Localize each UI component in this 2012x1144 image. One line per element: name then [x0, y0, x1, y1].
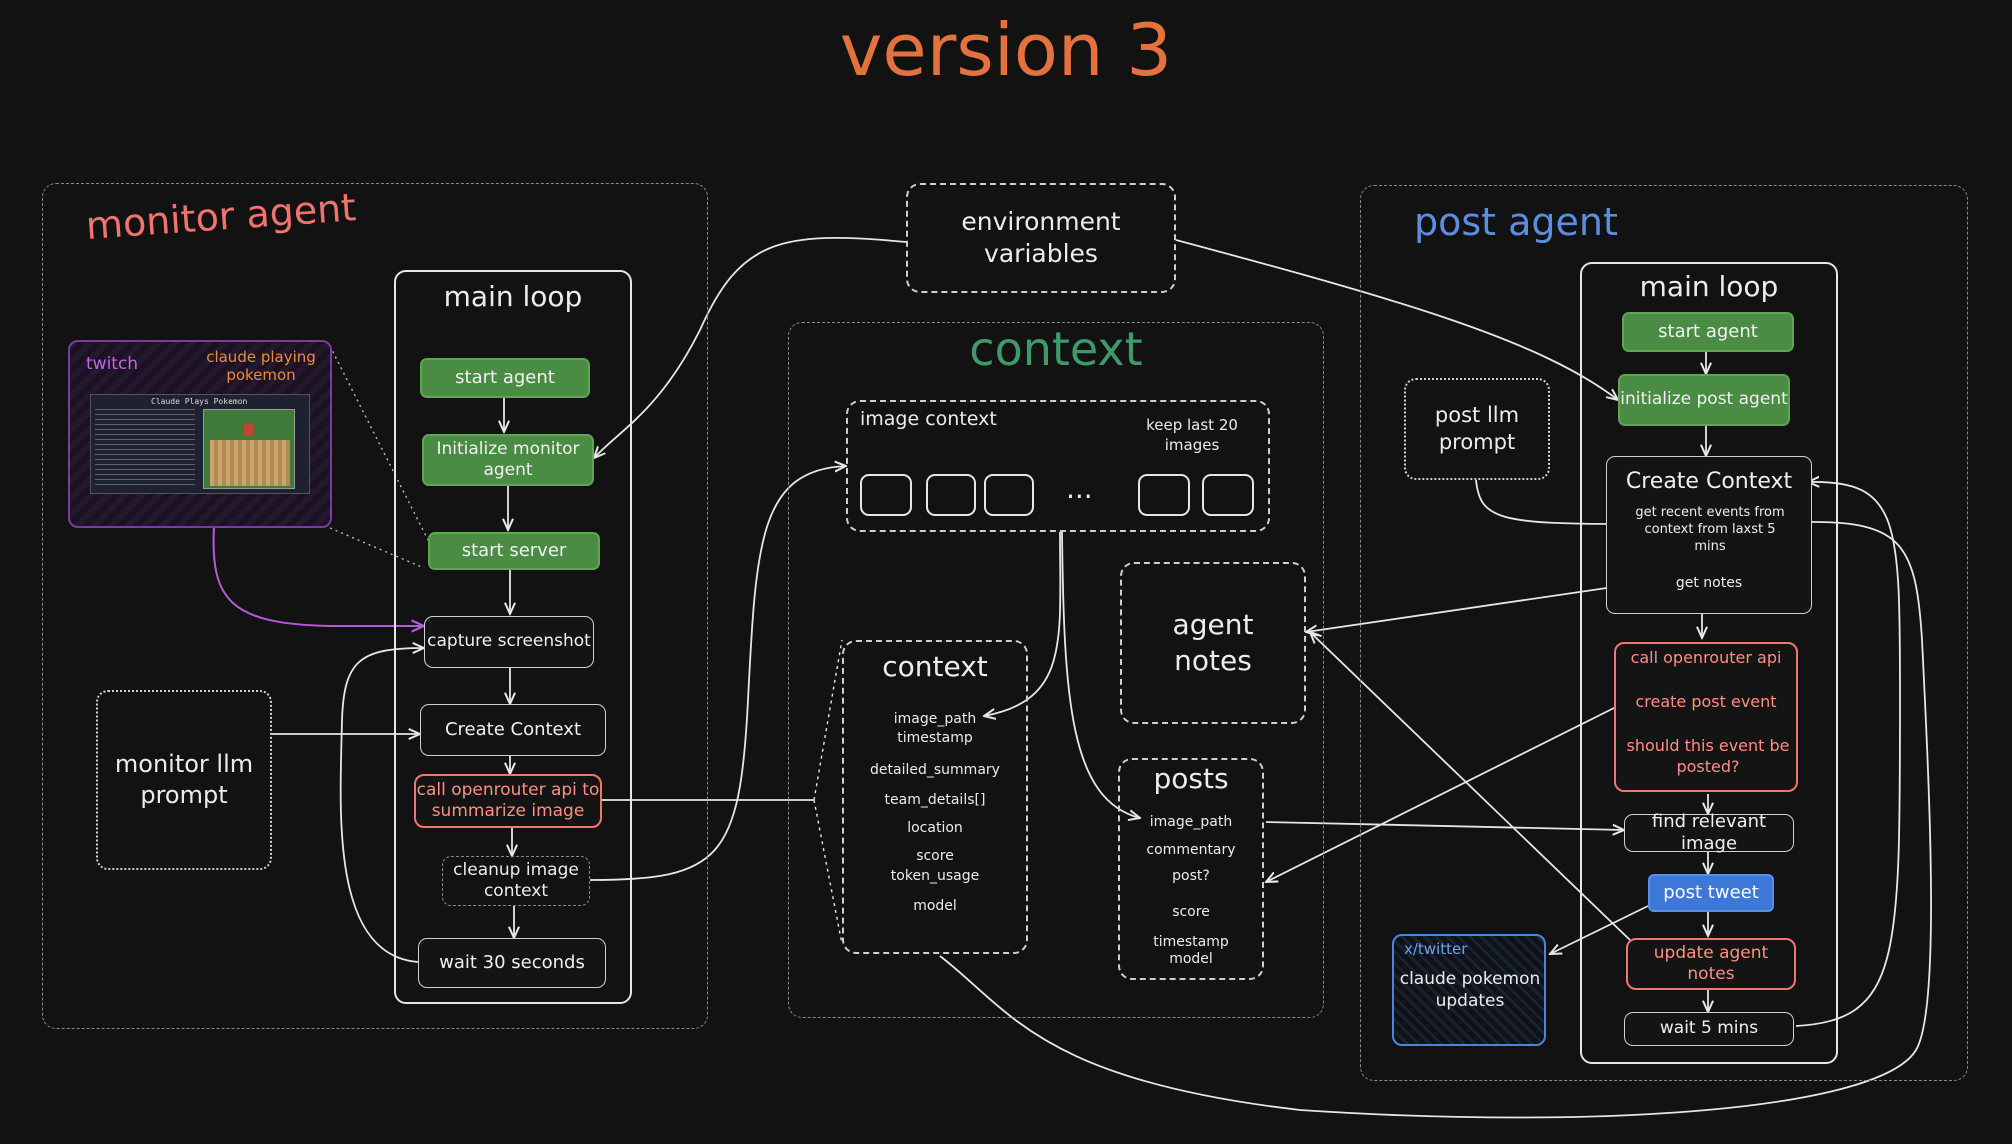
image-slot	[926, 474, 976, 516]
monitor-start-agent: start agent	[420, 358, 590, 398]
image-slot	[1202, 474, 1254, 516]
get-notes: get notes	[1675, 575, 1743, 591]
post-call-openrouter-label: call openrouter api	[1630, 648, 1782, 667]
monitor-start-server: start server	[428, 532, 600, 570]
field-token-usage: token_usage	[890, 868, 980, 884]
context-record-fields: image_path timestamp detailed_summary te…	[844, 708, 1026, 914]
posts-fields: image_path commentary post? score timest…	[1120, 814, 1262, 968]
diagram-title: version 3	[839, 8, 1173, 92]
game-screen	[203, 409, 295, 489]
field-location: location	[907, 820, 963, 836]
monitor-agent-group	[42, 183, 708, 1029]
update-agent-notes: update agent notes	[1626, 938, 1796, 990]
image-slot	[860, 474, 912, 516]
game-ground	[210, 440, 290, 486]
twitter-account: claude pokemon updates	[1399, 969, 1541, 1012]
image-slot	[1138, 474, 1190, 516]
post-initialize-agent: initialize post agent	[1618, 374, 1790, 426]
stream-log-text	[95, 409, 195, 489]
arrow-env-to-monitor	[594, 237, 907, 458]
posts-record: posts image_path commentary post? score …	[1118, 758, 1264, 980]
get-recent-events: get recent events from context from laxs…	[1635, 505, 1785, 554]
context-group	[788, 322, 1324, 1018]
arrow-post-prompt-to-create	[1475, 479, 1630, 524]
arrow-wait-loop-post	[1795, 482, 1901, 1027]
game-player	[244, 424, 254, 436]
post-agent-group	[1360, 185, 1968, 1081]
post-create-context: Create Context get recent events from co…	[1606, 456, 1812, 614]
field-team-details: team_details[]	[884, 792, 986, 808]
twitter-card: x/twitter claude pokemon updates	[1392, 934, 1546, 1046]
stream-title: Claude Plays Pokemon	[151, 397, 248, 406]
post-field-model: model	[1169, 951, 1213, 967]
post-agent-label: post agent	[1414, 200, 1618, 244]
twitter-label: x/twitter	[1404, 940, 1468, 958]
arrow-tweet-to-twitter	[1550, 905, 1649, 954]
field-image-path: image_path	[893, 711, 977, 727]
arrow-image-to-context-record	[984, 531, 1062, 716]
post-tweet: post tweet	[1648, 874, 1774, 912]
field-score: score	[916, 848, 954, 864]
field-model: model	[913, 898, 957, 914]
monitor-capture-screenshot: capture screenshot	[424, 616, 594, 668]
monitor-main-loop	[394, 270, 632, 1004]
arrow-posts-to-find-image	[1265, 821, 1624, 830]
arrow-create-event-to-posts	[1266, 705, 1619, 882]
monitor-create-context: Create Context	[420, 704, 606, 756]
monitor-initialize-agent: Initialize monitor agent	[422, 434, 594, 486]
post-create-context-title: Create Context	[1625, 469, 1793, 494]
keep-last-note: keep last 20 images	[1146, 416, 1238, 454]
create-post-event: create post event	[1635, 692, 1777, 711]
twitch-caption: claude playing pokemon	[206, 348, 316, 384]
post-field-post: post?	[1172, 868, 1210, 884]
post-field-image-path: image_path	[1149, 814, 1233, 830]
should-post: should this event be posted?	[1626, 736, 1790, 776]
monitor-main-loop-title: main loop	[443, 280, 583, 313]
image-context: image context keep last 20 images ...	[846, 400, 1270, 532]
post-main-loop	[1580, 262, 1838, 1064]
environment-variables: environment variables	[906, 183, 1176, 293]
arrow-cleanup-to-image-context	[589, 466, 846, 881]
arrow-twitch-to-capture	[212, 525, 424, 626]
post-field-score: score	[1172, 904, 1210, 920]
post-field-timestamp: timestamp	[1153, 934, 1229, 950]
find-relevant-image: find relevant image	[1624, 811, 1794, 854]
posts-title: posts	[1153, 762, 1229, 795]
arrow-update-to-notes	[1310, 632, 1631, 941]
agent-notes: agent notes	[1120, 562, 1306, 724]
monitor-llm-prompt: monitor llm prompt	[96, 690, 272, 870]
arrow-context-to-create-long	[939, 522, 1932, 1119]
monitor-wait: wait 30 seconds	[418, 938, 606, 988]
monitor-call-openrouter: call openrouter api to summarize image	[414, 774, 602, 828]
arrow-wait-loop	[339, 648, 424, 963]
image-slot	[984, 474, 1034, 516]
twitch-label: twitch	[86, 354, 139, 374]
field-timestamp: timestamp	[897, 730, 973, 746]
post-llm-prompt: post llm prompt	[1404, 378, 1550, 480]
post-main-loop-title: main loop	[1639, 270, 1779, 303]
stream-thumbnail: Claude Plays Pokemon	[90, 394, 310, 494]
context-record-title: context	[882, 650, 988, 683]
context-label: context	[969, 322, 1143, 376]
twitch-card: twitch claude playing pokemon Claude Pla…	[68, 340, 332, 528]
post-wait: wait 5 mins	[1624, 1012, 1794, 1046]
monitor-cleanup-image-context: cleanup image context	[442, 856, 590, 906]
image-slot-ellipsis: ...	[1066, 472, 1093, 505]
context-record: context image_path timestamp detailed_su…	[842, 640, 1028, 954]
post-start-agent: start agent	[1622, 312, 1794, 352]
post-call-openrouter: call openrouter api create post event sh…	[1614, 642, 1798, 792]
arrow-env-to-post	[1175, 239, 1618, 400]
image-context-label: image context	[860, 408, 997, 430]
field-detailed-summary: detailed_summary	[870, 762, 1000, 778]
arrow-image-to-posts	[1061, 531, 1140, 818]
post-field-commentary: commentary	[1146, 842, 1236, 858]
